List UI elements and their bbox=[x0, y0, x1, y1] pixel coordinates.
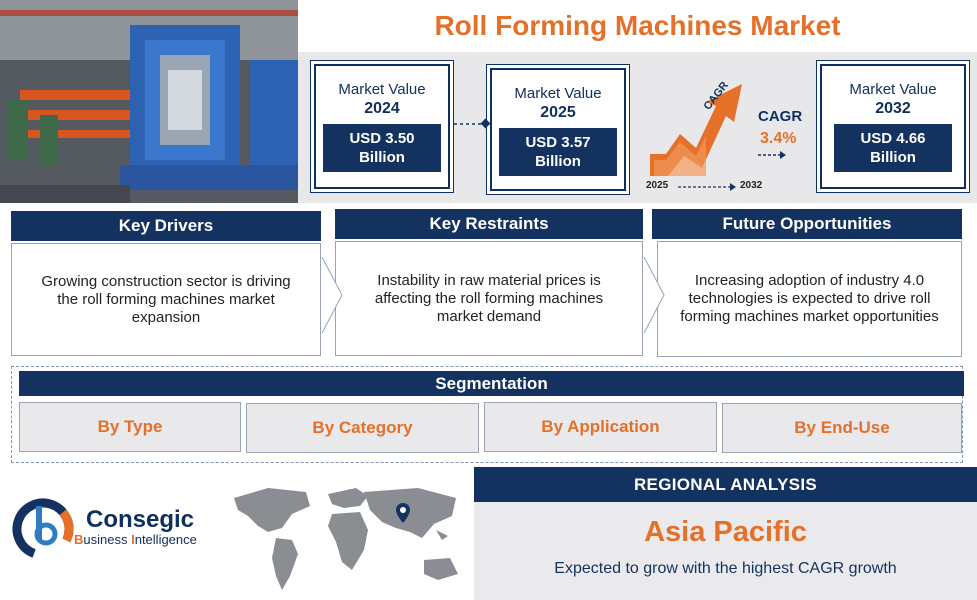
logo-tagline: Business Intelligence bbox=[74, 532, 197, 547]
growth-arrow-chart-icon bbox=[650, 84, 742, 176]
future-opportunities-text: Increasing adoption of industry 4.0 tech… bbox=[657, 241, 962, 357]
dashed-connector-icon bbox=[454, 118, 491, 129]
future-opportunities-heading: Future Opportunities bbox=[652, 209, 962, 239]
page-title: Roll Forming Machines Market bbox=[434, 10, 841, 41]
key-drivers-heading: Key Drivers bbox=[11, 211, 321, 241]
segmentation-section bbox=[11, 366, 963, 463]
key-drivers-text: Growing construction sector is driving t… bbox=[11, 243, 321, 356]
chevron-right-icon bbox=[643, 256, 665, 334]
key-restraints-heading: Key Restraints bbox=[335, 209, 643, 239]
regional-analysis-heading: REGIONAL ANALYSIS bbox=[474, 467, 977, 502]
region-name: Asia Pacific bbox=[644, 516, 807, 548]
roll-forming-machine-illustration bbox=[0, 0, 298, 203]
key-restraints-text: Instability in raw material prices is af… bbox=[335, 241, 643, 356]
market-value-label: Market Value 2032 bbox=[849, 81, 937, 117]
machine-photo bbox=[0, 0, 298, 203]
cagr-end-year: 2032 bbox=[740, 180, 763, 191]
cagr-arrow-icon bbox=[758, 151, 786, 159]
region-description: Expected to grow with the highest CAGR g… bbox=[554, 560, 897, 577]
location-pin-icon bbox=[396, 503, 410, 523]
market-value-label: Market Value 2025 bbox=[514, 85, 602, 121]
cagr-value: 3.4% bbox=[760, 130, 797, 147]
regional-analysis-panel: Asia Pacific Expected to grow with the h… bbox=[474, 502, 977, 600]
logo-name: Consegic bbox=[86, 506, 195, 533]
segmentation-heading: Segmentation bbox=[19, 371, 964, 396]
cagr-label: CAGR bbox=[758, 108, 803, 125]
segment-by-application: By Application bbox=[484, 402, 717, 452]
timeline-arrow-icon bbox=[678, 183, 736, 191]
consegic-logo-icon bbox=[12, 498, 74, 560]
segment-by-category: By Category bbox=[246, 403, 479, 453]
cagr-start-year: 2025 bbox=[646, 180, 669, 191]
segment-by-end-use: By End-Use bbox=[722, 403, 962, 453]
chevron-right-icon bbox=[321, 256, 343, 334]
market-value-label: Market Value 2024 bbox=[338, 81, 426, 117]
segment-by-type: By Type bbox=[19, 402, 241, 452]
world-map-icon bbox=[234, 488, 458, 590]
